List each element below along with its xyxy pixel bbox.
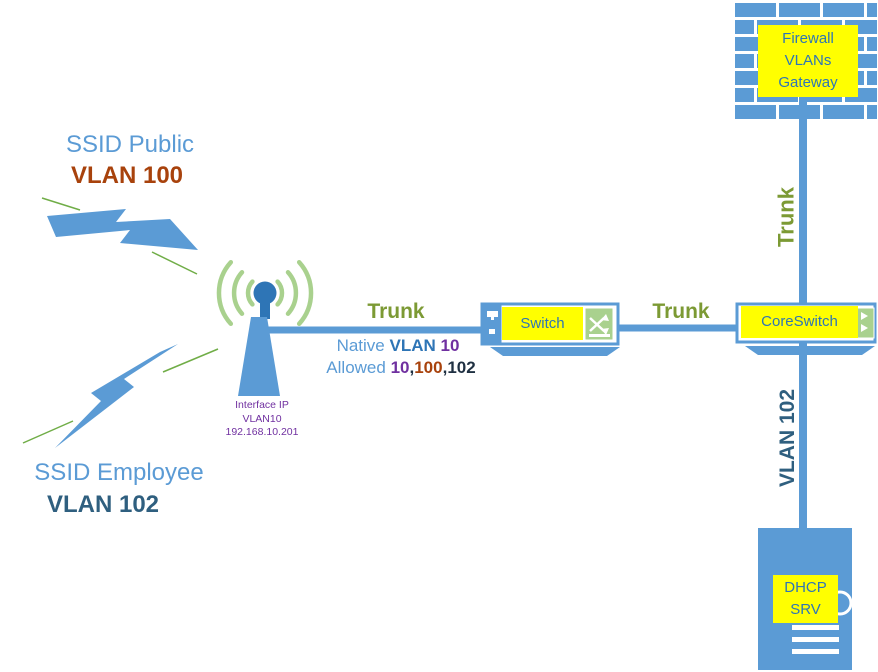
wifi-arcs-icon xyxy=(216,259,314,327)
vlan-102-link-label: VLAN 102 xyxy=(775,388,799,488)
trunk-label-ap-switch: Trunk xyxy=(367,300,425,323)
native-prefix: Native xyxy=(336,336,390,355)
native-vlan-word: VLAN xyxy=(389,336,441,355)
ssid-employee-label: SSID Employee xyxy=(34,459,204,486)
vlan-100-label: VLAN 100 xyxy=(70,162,184,189)
dhcp-server-label: DHCP SRV xyxy=(773,575,838,623)
switch-label: Switch xyxy=(502,307,583,340)
allowed-vlan-10: 10 xyxy=(390,358,410,377)
allowed-prefix: Allowed xyxy=(326,358,391,377)
lightning-bolt-employee-icon xyxy=(55,344,178,448)
vlan-102-label: VLAN 102 xyxy=(46,491,160,518)
comma: , xyxy=(409,358,415,377)
firewall-label: Firewall VLANs Gateway xyxy=(758,25,858,97)
allowed-vlan-102: 102 xyxy=(447,358,476,377)
radio-link-lines xyxy=(22,197,219,444)
firewall-label-line1: Firewall xyxy=(782,30,834,47)
allowed-vlans-label: Allowed 10,100,102 xyxy=(326,358,475,378)
access-point-icon xyxy=(238,281,280,396)
native-vlan-label: Native VLAN 10 xyxy=(337,336,460,356)
allowed-vlan-100: 100 xyxy=(414,358,443,377)
core-switch-label: CoreSwitch xyxy=(741,306,858,338)
comma: , xyxy=(442,358,448,377)
core-switch-ports-icon xyxy=(856,307,875,339)
ssid-public-label: SSID Public xyxy=(65,131,195,158)
firewall-label-line3: Gateway xyxy=(778,74,838,91)
ap-interface-line2: VLAN10 xyxy=(242,412,282,425)
switch-arrows-icon xyxy=(584,307,614,341)
ap-interface-line1: Interface IP xyxy=(235,399,289,411)
trunk-label-switch-core: Trunk xyxy=(652,300,710,323)
dhcp-server-label-line1: DHCP xyxy=(784,579,827,596)
firewall-label-line2: VLANs xyxy=(784,52,832,69)
ap-interface-line3: 192.168.10.201 xyxy=(225,426,299,438)
lightning-bolt-public-icon xyxy=(47,209,198,250)
ap-interface-caption: Interface IP VLAN10 192.168.10.201 xyxy=(226,399,299,440)
dhcp-server-label-line2: SRV xyxy=(790,601,821,618)
trunk-label-core-firewall: Trunk xyxy=(773,187,799,247)
native-vlan-id: 10 xyxy=(440,336,460,355)
core-switch-label-text: CoreSwitch xyxy=(761,313,838,330)
switch-label-text: Switch xyxy=(520,314,565,332)
